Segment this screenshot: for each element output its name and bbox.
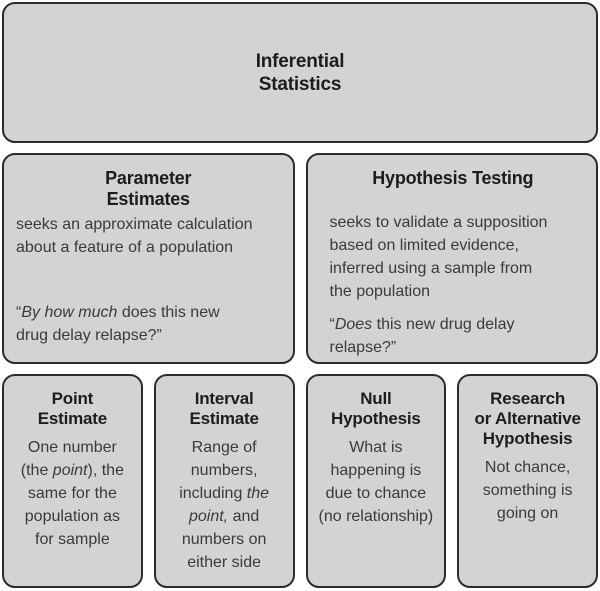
body-pre: Range of numbers, including	[179, 439, 258, 502]
box-inferential-statistics: Inferential Statistics	[2, 2, 598, 143]
root-title: Inferential Statistics	[255, 50, 345, 95]
box-hypothesis-testing: Hypothesis Testing seeks to validate a s…	[305, 153, 598, 364]
body-post: ), the same for the population as for sa…	[24, 462, 124, 548]
body-post: and numbers on either side	[181, 508, 267, 571]
body-italic: the point,	[188, 485, 270, 525]
point-estimate-title: Point Estimate	[37, 389, 107, 428]
quote-rest: does this new drug delay relapse?”	[16, 304, 220, 344]
quote-rest: this new drug delay relapse?”	[329, 316, 515, 356]
box-research-alternative-hypothesis: Research or Alternative Hypothesis Not c…	[457, 374, 598, 588]
body-pre: Not chance, something is going on	[482, 459, 573, 522]
hypothesis-testing-title: Hypothesis Testing	[372, 168, 534, 188]
interval-estimate-title: Interval Estimate	[189, 389, 259, 428]
null-hypothesis-title: Null Hypothesis	[331, 389, 421, 428]
parameter-estimates-title: Parameter Estimates	[105, 168, 192, 209]
box-parameter-estimates: Parameter Estimates seeks an approximate…	[2, 153, 295, 364]
box-null-hypothesis: Null Hypothesis What is happening is due…	[305, 374, 447, 588]
quote-open: “	[329, 316, 335, 333]
quote-open: “	[16, 304, 22, 321]
research-alternative-hypothesis-body: Not chance, something is going on	[463, 456, 592, 525]
parameter-estimates-quote: “By how much does this new drug delay re…	[16, 301, 281, 347]
body-pre: What is happening is due to chance (no r…	[318, 439, 434, 525]
quote-italic: By how much	[21, 304, 118, 321]
interval-estimate-body: Range of numbers, including the point, a…	[160, 436, 289, 574]
research-alternative-hypothesis-title: Research or Alternative Hypothesis	[474, 389, 581, 448]
hypothesis-testing-quote: “Does this new drug delay relapse?”	[330, 313, 587, 359]
parameter-estimates-body: seeks an approximate calculation about a…	[16, 216, 253, 256]
null-hypothesis-body: What is happening is due to chance (no r…	[312, 436, 441, 528]
box-point-estimate: Point Estimate One number (the point), t…	[2, 374, 143, 588]
point-estimate-body: One number (the point), the same for the…	[8, 436, 137, 551]
quote-italic: Does	[334, 316, 373, 333]
hypothesis-testing-body: seeks to validate a supposition based on…	[329, 214, 548, 300]
body-pre: One number (the	[20, 439, 117, 479]
box-interval-estimate: Interval Estimate Range of numbers, incl…	[153, 374, 295, 588]
body-italic: point	[52, 462, 88, 479]
